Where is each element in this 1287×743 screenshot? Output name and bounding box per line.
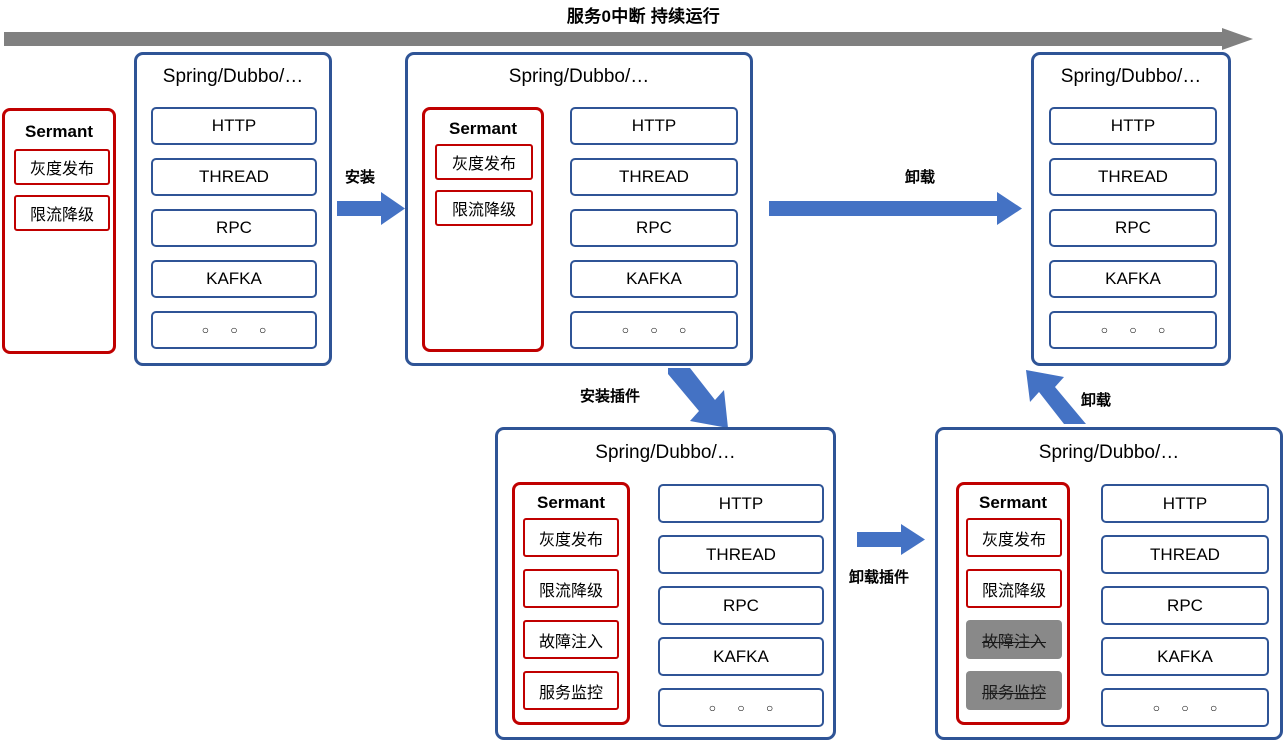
embedded-sermant-card[interactable]: Sermant 灰度发布 限流降级 — [422, 107, 544, 352]
install-arrow-label: 安装 — [345, 169, 376, 186]
module-kafka[interactable]: KAFKA — [570, 260, 738, 298]
module-more[interactable]: ○ ○ ○ — [1049, 311, 1217, 349]
module-http[interactable]: HTTP — [1049, 107, 1217, 145]
plugin-gray-release[interactable]: 灰度发布 — [14, 149, 110, 185]
uninstall-return-arrow-label: 卸载 — [1081, 392, 1112, 409]
module-kafka[interactable]: KAFKA — [1101, 637, 1269, 676]
plugin-fault-injection-disabled: 故障注入 — [966, 620, 1062, 659]
module-more[interactable]: ○ ○ ○ — [151, 311, 317, 349]
plugin-service-monitor-disabled: 服务监控 — [966, 671, 1062, 710]
module-rpc[interactable]: RPC — [1049, 209, 1217, 247]
sermant-title: Sermant — [24, 122, 94, 141]
install-arrow — [337, 192, 405, 225]
module-http[interactable]: HTTP — [658, 484, 824, 523]
sermant-title: Sermant — [448, 119, 518, 138]
module-thread[interactable]: THREAD — [1101, 535, 1269, 574]
module-more[interactable]: ○ ○ ○ — [658, 688, 824, 727]
embedded-sermant-card[interactable]: Sermant 灰度发布 限流降级 故障注入 服务监控 — [956, 482, 1070, 725]
application-four-plugins[interactable]: Spring/Dubbo/… Sermant 灰度发布 限流降级 故障注入 服务… — [495, 427, 836, 740]
uninstall-arrow-label: 卸载 — [905, 169, 936, 186]
module-more[interactable]: ○ ○ ○ — [570, 311, 738, 349]
module-http[interactable]: HTTP — [1101, 484, 1269, 523]
module-rpc[interactable]: RPC — [151, 209, 317, 247]
module-more[interactable]: ○ ○ ○ — [1101, 688, 1269, 727]
plugin-rate-limit[interactable]: 限流降级 — [435, 190, 533, 226]
module-http[interactable]: HTTP — [151, 107, 317, 145]
plugin-rate-limit[interactable]: 限流降级 — [523, 569, 619, 608]
application-plugins-removed[interactable]: Spring/Dubbo/… Sermant 灰度发布 限流降级 故障注入 服务… — [935, 427, 1283, 740]
container-title: Spring/Dubbo/… — [595, 442, 736, 463]
container-title: Spring/Dubbo/… — [1060, 66, 1202, 87]
container-title: Spring/Dubbo/… — [508, 66, 650, 87]
plugin-rate-limit[interactable]: 限流降级 — [966, 569, 1062, 608]
module-rpc[interactable]: RPC — [1101, 586, 1269, 625]
banner-title: 服务0中断 持续运行 — [566, 7, 721, 26]
uninstall-plugin-arrow — [857, 524, 925, 555]
application-with-sermant[interactable]: Spring/Dubbo/… Sermant 灰度发布 限流降级 HTTP TH… — [405, 52, 753, 366]
plugin-rate-limit[interactable]: 限流降级 — [14, 195, 110, 231]
plugin-gray-release[interactable]: 灰度发布 — [435, 144, 533, 180]
continuous-operation-arrow — [4, 28, 1253, 50]
module-thread[interactable]: THREAD — [658, 535, 824, 574]
sermant-title: Sermant — [978, 493, 1048, 512]
plugin-fault-injection[interactable]: 故障注入 — [523, 620, 619, 659]
module-kafka[interactable]: KAFKA — [1049, 260, 1217, 298]
module-thread[interactable]: THREAD — [1049, 158, 1217, 196]
standalone-sermant-card[interactable]: Sermant 灰度发布 限流降级 — [2, 108, 116, 354]
install-plugin-arrow — [668, 368, 728, 428]
sermant-title: Sermant — [536, 493, 606, 512]
module-thread[interactable]: THREAD — [151, 158, 317, 196]
install-plugin-arrow-label: 安装插件 — [580, 388, 641, 405]
uninstall-plugin-arrow-label: 卸载插件 — [849, 569, 910, 586]
module-http[interactable]: HTTP — [570, 107, 738, 145]
module-rpc[interactable]: RPC — [658, 586, 824, 625]
plain-application-left[interactable]: Spring/Dubbo/… HTTP THREAD RPC KAFKA ○ ○… — [134, 52, 332, 366]
uninstall-arrow — [769, 192, 1022, 225]
module-kafka[interactable]: KAFKA — [658, 637, 824, 676]
module-thread[interactable]: THREAD — [570, 158, 738, 196]
module-kafka[interactable]: KAFKA — [151, 260, 317, 298]
container-title: Spring/Dubbo/… — [1038, 442, 1180, 463]
plugin-service-monitor[interactable]: 服务监控 — [523, 671, 619, 710]
module-rpc[interactable]: RPC — [570, 209, 738, 247]
embedded-sermant-card[interactable]: Sermant 灰度发布 限流降级 故障注入 服务监控 — [512, 482, 630, 725]
plain-application-right[interactable]: Spring/Dubbo/… HTTP THREAD RPC KAFKA ○ ○… — [1031, 52, 1231, 366]
plugin-gray-release[interactable]: 灰度发布 — [523, 518, 619, 557]
uninstall-return-arrow — [1026, 370, 1086, 424]
container-title: Spring/Dubbo/… — [162, 66, 304, 87]
plugin-gray-release[interactable]: 灰度发布 — [966, 518, 1062, 557]
